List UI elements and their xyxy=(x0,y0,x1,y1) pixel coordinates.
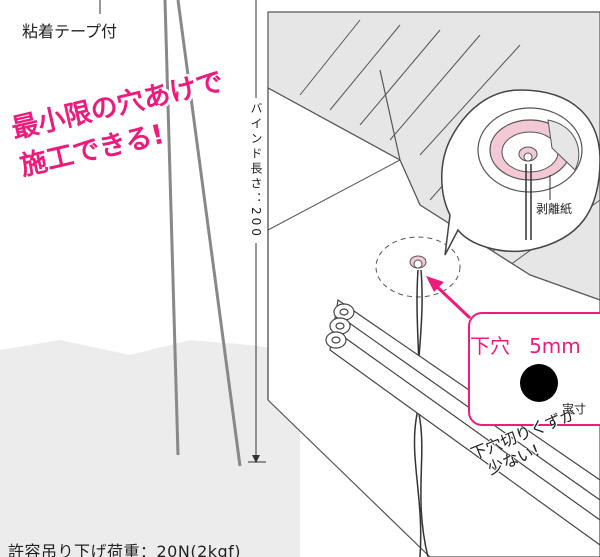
load-note: 許容吊り下げ荷重：20N(2kgf) xyxy=(8,542,242,557)
pilot-hole-box: 下穴 5mm 実寸 xyxy=(468,312,600,426)
pilot-hole-title: 下穴 5mm xyxy=(470,330,581,359)
adhesive-tape-label: 粘着テープ付 xyxy=(22,22,118,41)
wire-left-2 xyxy=(176,0,242,467)
pilot-hole-label: 下穴 xyxy=(470,334,510,358)
actual-size-dot xyxy=(520,364,558,402)
bind-length-label: バインド長さ：200 xyxy=(248,98,265,243)
pointer-arrow xyxy=(430,280,472,320)
hole-outline xyxy=(375,236,461,298)
wire-left-1 xyxy=(163,0,180,456)
ground-shadow xyxy=(0,340,300,557)
pilot-hole-size: 5mm xyxy=(529,334,581,358)
release-paper-label: 剥離紙 xyxy=(536,202,573,216)
actual-size-label: 実寸 xyxy=(562,402,587,416)
